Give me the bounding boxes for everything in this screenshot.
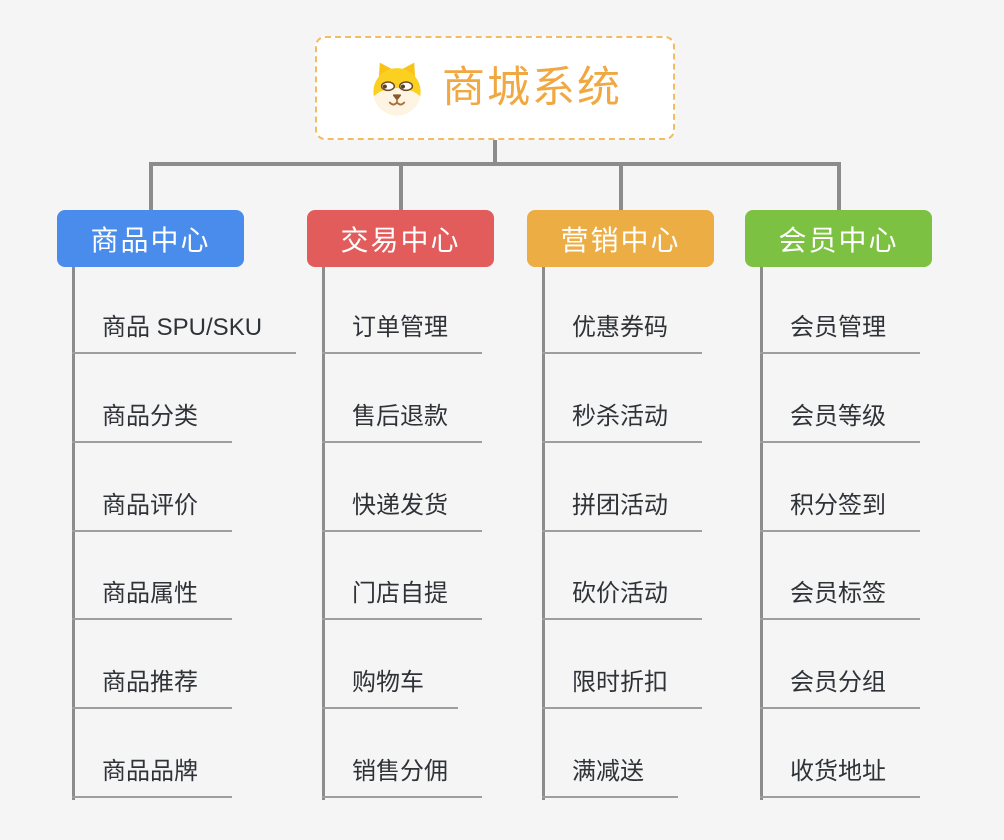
branch-marketing-center: 营销中心 优惠券码秒杀活动拼团活动砍价活动限时折扣满减送 [527,210,787,840]
branch-trunk-line [322,267,325,800]
root-node[interactable]: 商城系统 [315,36,675,140]
leaf-node[interactable]: 购物车 [322,667,458,710]
leaf-node[interactable]: 门店自提 [322,578,482,621]
branch-member-center: 会员中心 会员管理会员等级积分签到会员标签会员分组收货地址 [745,210,1004,840]
leaf-node[interactable]: 拼团活动 [542,490,702,532]
leaf-node[interactable]: 快递发货 [322,490,482,532]
dog-face-icon [368,59,426,117]
leaf-node[interactable]: 积分签到 [760,490,920,532]
branch-node-product-center[interactable]: 商品中心 [57,210,244,267]
leaf-node[interactable]: 销售分佣 [322,756,482,798]
connector-branch-drop-3 [836,162,841,210]
leaf-node[interactable]: 商品属性 [72,578,232,621]
leaf-node[interactable]: 收货地址 [760,756,920,798]
leaf-node[interactable]: 商品推荐 [72,667,232,710]
connector-branch-drop-2 [618,162,623,210]
leaf-node[interactable]: 会员等级 [760,401,920,443]
branch-label: 交易中心 [340,224,461,256]
connector-branch-drop-1 [398,162,403,210]
connector-bus [148,162,841,166]
leaf-node[interactable]: 商品品牌 [72,756,232,798]
connector-root-drop [493,140,497,166]
branch-label: 营销中心 [560,224,681,256]
root-title: 商城系统 [442,63,622,112]
branch-node-member-center[interactable]: 会员中心 [745,210,932,267]
leaf-node[interactable]: 会员标签 [760,578,920,621]
leaf-node[interactable]: 秒杀活动 [542,401,702,443]
leaf-node[interactable]: 订单管理 [322,312,482,354]
leaf-node[interactable]: 商品分类 [72,401,232,443]
branch-trunk-line [542,267,545,800]
leaf-node[interactable]: 限时折扣 [542,667,702,710]
branch-node-trade-center[interactable]: 交易中心 [307,210,494,267]
connector-branch-drop-0 [148,162,153,210]
leaf-node[interactable]: 会员管理 [760,312,920,354]
leaf-node[interactable]: 会员分组 [760,667,920,710]
leaf-node[interactable]: 优惠券码 [542,312,702,354]
branch-trunk-line [72,267,75,800]
leaf-node[interactable]: 商品评价 [72,490,232,532]
leaf-node[interactable]: 满减送 [542,756,678,798]
leaf-node[interactable]: 商品 SPU/SKU [72,312,297,354]
branch-trade-center: 交易中心 订单管理售后退款快递发货门店自提购物车销售分佣 [307,210,567,840]
branch-product-center: 商品中心 商品 SPU/SKU 商品分类商品评价商品属性商品推荐商品品牌 [57,210,317,840]
branch-trunk-line [760,267,763,800]
leaf-node[interactable]: 砍价活动 [542,578,702,621]
branch-label: 商品中心 [90,224,211,256]
branch-node-marketing-center[interactable]: 营销中心 [527,210,714,267]
branch-label: 会员中心 [778,224,899,256]
leaf-node[interactable]: 售后退款 [322,401,482,443]
